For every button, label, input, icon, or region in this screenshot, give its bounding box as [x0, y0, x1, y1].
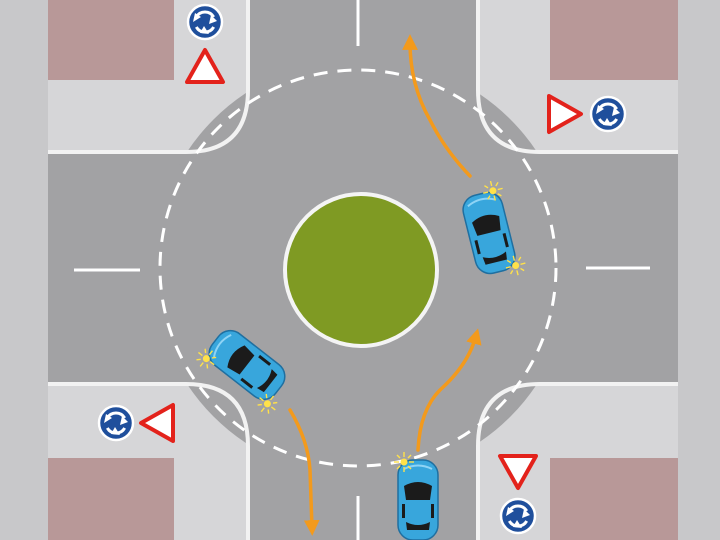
roundabout-sign-icon [186, 3, 224, 41]
roundabout-sign-icon [589, 95, 627, 133]
roundabout-sign-icon [499, 497, 537, 535]
path-arrows [288, 34, 482, 536]
roundabout-sign-icon [97, 404, 135, 442]
path-arrow-exit-top [402, 34, 472, 178]
central-island [283, 192, 439, 348]
lane-markings [74, 0, 650, 540]
path-arrow-entering [416, 328, 482, 452]
curbs [48, 0, 678, 540]
roundabout-dashed-line [158, 68, 558, 468]
building-blocks [48, 0, 678, 540]
path-arrow-exit-bottom [288, 408, 320, 536]
